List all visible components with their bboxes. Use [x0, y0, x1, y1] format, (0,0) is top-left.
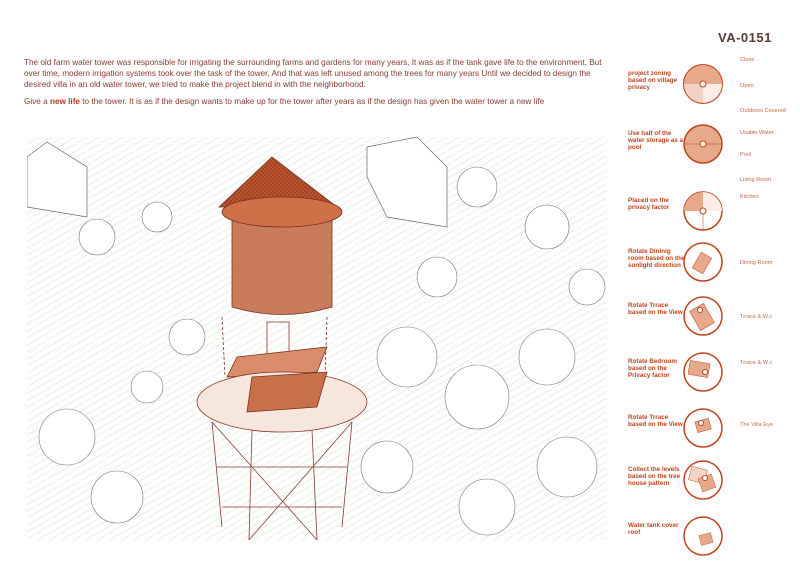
- villa-eye-diagram: [683, 408, 723, 448]
- tag-pool: Pool: [740, 152, 752, 158]
- water-tower: [196, 156, 368, 540]
- terrace-diagram: [683, 296, 723, 336]
- tag-kitchen: Kitchen: [740, 194, 759, 200]
- step-label: Placed on the privacy factor: [628, 197, 670, 212]
- step-label: Rotate Trrace based on the View: [628, 414, 683, 429]
- lead-sentence: Give a new life to the tower. It is as i…: [24, 97, 614, 106]
- step-bedroom: Rotate Bedroom based on the Privacy fact…: [628, 352, 798, 410]
- lead-before: Give a: [24, 97, 50, 106]
- barns: [27, 137, 448, 228]
- step-pool: Use half of the water storage as a pool …: [628, 124, 798, 182]
- step-label: project zoning based on village privacy: [628, 70, 677, 92]
- step-label: Rotate Dininig room based on the sunligh…: [628, 248, 685, 270]
- step-label: Water tank cover roof: [628, 522, 679, 537]
- pool-diagram: [683, 124, 723, 164]
- tag-usable-water: Usable Water: [740, 130, 774, 136]
- zoning-diagram: [683, 64, 723, 104]
- step-label: Rotate Bedroom based on the Privacy fact…: [628, 358, 677, 380]
- lead-after: to the tower. It is as if the design wan…: [79, 97, 545, 106]
- tag-dining-room: Dining Room: [740, 260, 773, 266]
- tag-living-room: Living Room: [740, 177, 772, 183]
- step-privacy: Placed on the privacy factor Living Room…: [628, 177, 798, 249]
- tag-outdoors-covered: Outdoors Covered: [740, 108, 786, 114]
- step-label: Collect the levels based on the tree hou…: [628, 466, 681, 488]
- sheet-id: VA-0151: [718, 30, 772, 45]
- step-label: Use half of the water storage as a pool: [628, 130, 683, 152]
- roof-diagram: [683, 516, 723, 556]
- axonometric-illustration: [27, 137, 607, 540]
- step-villa-eye: Rotate Trrace based on the View The Vill…: [628, 408, 798, 466]
- step-dining: Rotate Dininig room based on the sunligh…: [628, 242, 798, 300]
- step-label: Rotate Trrace based on the View: [628, 302, 683, 317]
- intro-paragraph: The old farm water tower was responsible…: [24, 58, 602, 89]
- tag-villa-eye: The Villa Eye: [740, 422, 773, 428]
- bedroom-diagram: [683, 352, 723, 392]
- tag-terrace-wc: Trrace & W.c: [740, 360, 773, 366]
- lead-highlight: new life: [49, 97, 80, 106]
- tag-close: Close: [740, 57, 755, 63]
- step-terrace-view: Rotate Trrace based on the View Trrace &…: [628, 296, 798, 354]
- levels-diagram: [683, 460, 723, 500]
- step-roof: Water tank cover roof: [628, 516, 798, 566]
- step-levels: Collect the levels based on the tree hou…: [628, 460, 798, 518]
- tag-open: Open: [740, 83, 754, 89]
- dining-diagram: [683, 242, 723, 282]
- step-zoning: project zoning based on village privacy …: [628, 57, 798, 122]
- tag-terrace-wc: Trrace & W.c: [740, 314, 773, 320]
- privacy-diagram: [683, 191, 723, 231]
- trees: [38, 166, 606, 536]
